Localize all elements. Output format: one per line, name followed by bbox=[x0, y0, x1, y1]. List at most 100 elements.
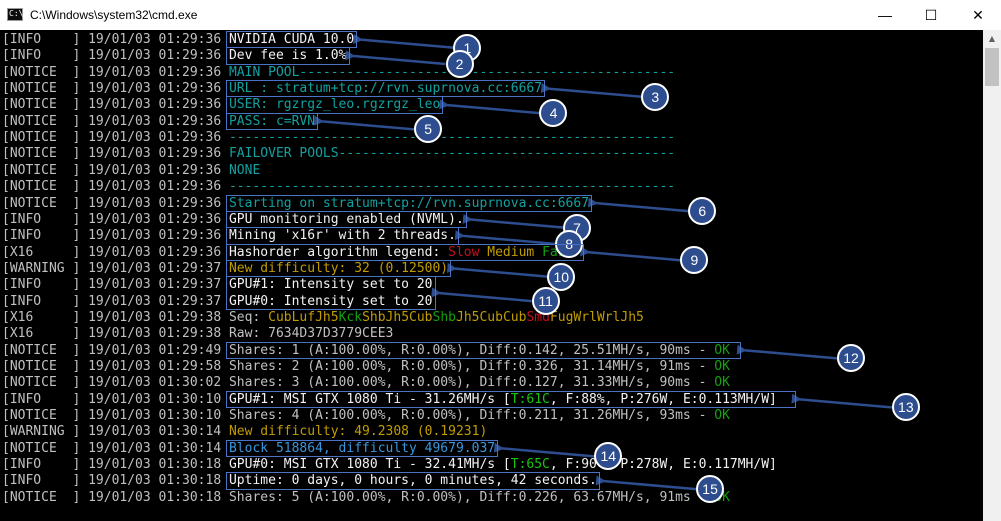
highlight-box bbox=[226, 341, 741, 359]
scroll-thumb[interactable] bbox=[985, 48, 999, 86]
log-segment: New difficulty: 32 (0.12500) bbox=[228, 260, 449, 276]
callout-marker: 3 bbox=[641, 82, 670, 111]
log-segment: [NOTICE ] 19/01/03 01:29:36 bbox=[2, 162, 229, 178]
log-line: [INFO ] 19/01/03 01:29:37 GPU#1: Intensi… bbox=[2, 277, 432, 293]
log-segment: [NOTICE ] 19/01/03 01:29:36 bbox=[2, 81, 229, 97]
callout-arrow bbox=[493, 442, 595, 458]
highlight-box bbox=[226, 259, 452, 278]
log-segment: Jh5CubCub bbox=[456, 309, 527, 325]
callout-arrow bbox=[462, 213, 564, 229]
log-line: [NOTICE ] 19/01/03 01:29:36 ------------… bbox=[2, 130, 675, 146]
log-segment: Medium bbox=[487, 244, 543, 260]
log-line: [NOTICE ] 19/01/03 01:30:14 Block 518864… bbox=[2, 441, 495, 457]
log-segment: Block 518864, difficulty 49679.037 bbox=[228, 440, 496, 456]
callout-arrow bbox=[540, 83, 642, 98]
title-bar[interactable]: C:\ C:\Windows\system32\cmd.exe — ☐ ✕ bbox=[0, 0, 1001, 30]
highlight-box bbox=[226, 472, 601, 490]
log-line: [INFO ] 19/01/03 01:29:36 Mining 'x16r' … bbox=[2, 228, 456, 244]
log-segment: [INFO ] 19/01/03 01:30:18 bbox=[2, 473, 229, 489]
log-line: [NOTICE ] 19/01/03 01:29:36 URL : stratu… bbox=[2, 81, 542, 97]
callout-marker: 15 bbox=[696, 475, 725, 504]
highlight-box bbox=[226, 439, 499, 458]
log-segment: Mining 'x16r' with 2 threads. bbox=[228, 228, 456, 244]
log-line: [INFO ] 19/01/03 01:29:36 GPU monitoring… bbox=[2, 212, 464, 228]
log-segment: [NOTICE ] 19/01/03 01:29:36 bbox=[2, 146, 229, 162]
log-segment: [INFO ] 19/01/03 01:29:36 bbox=[2, 48, 229, 64]
callout-marker: 6 bbox=[688, 197, 717, 226]
callout-arrow bbox=[580, 246, 681, 262]
callout-arrow bbox=[352, 34, 454, 49]
log-line: [INFO ] 19/01/03 01:30:10 GPU#1: MSI GTX… bbox=[2, 392, 777, 408]
log-segment: [INFO ] 19/01/03 01:30:18 bbox=[2, 457, 229, 473]
highlight-box bbox=[226, 390, 796, 409]
log-segment: [NOTICE ] 19/01/03 01:29:36 bbox=[2, 130, 229, 146]
log-segment: [INFO ] 19/01/03 01:29:36 bbox=[2, 32, 229, 47]
callout-marker: 13 bbox=[891, 393, 920, 422]
log-segment: GPU#0: MSI GTX 1080 Ti - 32.41MH/s [ bbox=[228, 457, 511, 473]
log-line: [INFO ] 19/01/03 01:29:36 Dev fee is 1.0… bbox=[2, 48, 346, 64]
close-button[interactable]: ✕ bbox=[972, 7, 984, 23]
console-output[interactable]: [INFO ] 19/01/03 01:29:36 NVIDIA CUDA 10… bbox=[0, 30, 983, 521]
vertical-scrollbar[interactable]: ▲ bbox=[983, 30, 1001, 521]
log-segment: GPU#1: MSI GTX 1080 Ti - 31.26MH/s [ bbox=[228, 391, 511, 407]
log-segment: NVIDIA CUDA 10.0 bbox=[228, 32, 355, 47]
log-segment: T:65C bbox=[510, 457, 550, 473]
log-segment: OK bbox=[714, 408, 730, 424]
highlight-box bbox=[226, 96, 444, 114]
log-line: [NOTICE ] 19/01/03 01:29:58 Shares: 2 (A… bbox=[2, 359, 730, 375]
callout-marker: 5 bbox=[414, 115, 443, 144]
log-segment: Raw: 7634D37D3779CEE3 bbox=[228, 326, 394, 342]
log-segment: Jh5Cub bbox=[385, 309, 433, 325]
highlight-box bbox=[226, 194, 593, 212]
highlight-box bbox=[226, 210, 467, 229]
log-segment: [NOTICE ] 19/01/03 01:29:36 bbox=[2, 113, 229, 129]
maximize-button[interactable]: ☐ bbox=[924, 7, 938, 23]
highlight-box bbox=[226, 243, 585, 261]
highlight-box bbox=[226, 80, 546, 98]
callout-arrow bbox=[587, 197, 689, 213]
log-segment: [INFO ] 19/01/03 01:29:37 bbox=[2, 293, 229, 309]
log-segment: [NOTICE ] 19/01/03 01:29:36 bbox=[2, 179, 229, 195]
log-segment: Dev fee is 1.0% bbox=[228, 48, 347, 64]
log-segment: [NOTICE ] 19/01/03 01:30:10 bbox=[2, 408, 229, 424]
log-segment: [NOTICE ] 19/01/03 01:30:14 bbox=[2, 440, 229, 456]
window-title: C:\Windows\system32\cmd.exe bbox=[30, 8, 198, 22]
log-line: [WARNING ] 19/01/03 01:30:14 New difficu… bbox=[2, 424, 487, 440]
log-segment: [X16 ] 19/01/03 01:29:38 bbox=[2, 309, 229, 325]
highlight-box bbox=[226, 112, 319, 131]
log-line: [INFO ] 19/01/03 01:30:18 Uptime: 0 days… bbox=[2, 473, 597, 489]
log-line: [INFO ] 19/01/03 01:29:36 NVIDIA CUDA 10… bbox=[2, 32, 354, 48]
minimize-button[interactable]: — bbox=[878, 7, 892, 23]
log-segment: [INFO ] 19/01/03 01:29:37 bbox=[2, 277, 229, 293]
log-segment: , F:88%, P:276W, E:0.113MH/W] bbox=[549, 391, 777, 407]
log-segment: GPU#1: Intensity set to 20 bbox=[228, 277, 433, 293]
log-line: [NOTICE ] 19/01/03 01:29:36 ------------… bbox=[2, 179, 675, 195]
log-segment: USER: rgzrgz_leo.rgzrgz_leo bbox=[228, 97, 441, 113]
log-segment: Shares: 2 (A:100.00%, R:0.00%), Diff:0.3… bbox=[228, 359, 715, 374]
log-segment: CubLufJh5 bbox=[268, 309, 339, 325]
log-segment: [NOTICE ] 19/01/03 01:29:36 bbox=[2, 97, 229, 113]
cmd-icon: C:\ bbox=[7, 8, 23, 21]
log-line: [NOTICE ] 19/01/03 01:30:10 Shares: 4 (A… bbox=[2, 408, 730, 424]
callout-arrow bbox=[431, 287, 532, 303]
log-line: [NOTICE ] 19/01/03 01:29:36 USER: rgzrgz… bbox=[2, 97, 440, 113]
log-segment: Shares: 4 (A:100.00%, R:0.00%), Diff:0.2… bbox=[228, 408, 715, 424]
log-line: [NOTICE ] 19/01/03 01:29:36 PASS: c=RVN bbox=[2, 114, 315, 130]
log-segment: [INFO ] 19/01/03 01:30:10 bbox=[2, 391, 229, 407]
log-segment: [NOTICE ] 19/01/03 01:30:18 bbox=[2, 489, 229, 505]
log-line: [NOTICE ] 19/01/03 01:29:36 NONE bbox=[2, 163, 260, 179]
scroll-up-icon[interactable]: ▲ bbox=[988, 34, 996, 43]
log-segment: Shb bbox=[362, 309, 386, 325]
log-segment: Shares: 1 (A:100.00%, R:0.00%), Diff:0.1… bbox=[228, 342, 715, 358]
log-segment: [NOTICE ] 19/01/03 01:29:58 bbox=[2, 359, 229, 374]
log-segment: FugWrlWrlJh5 bbox=[549, 309, 644, 325]
log-line: [NOTICE ] 19/01/03 01:29:49 Shares: 1 (A… bbox=[2, 343, 730, 359]
log-segment: Slow bbox=[448, 244, 488, 260]
log-segment: [NOTICE ] 19/01/03 01:29:36 bbox=[2, 195, 229, 211]
callout-marker: 4 bbox=[539, 99, 568, 128]
log-segment: [NOTICE ] 19/01/03 01:30:02 bbox=[2, 375, 229, 391]
log-line: [X16 ] 19/01/03 01:29:38 Seq: CubLufJh5K… bbox=[2, 310, 644, 326]
log-segment: GPU monitoring enabled (NVML). bbox=[228, 211, 464, 227]
